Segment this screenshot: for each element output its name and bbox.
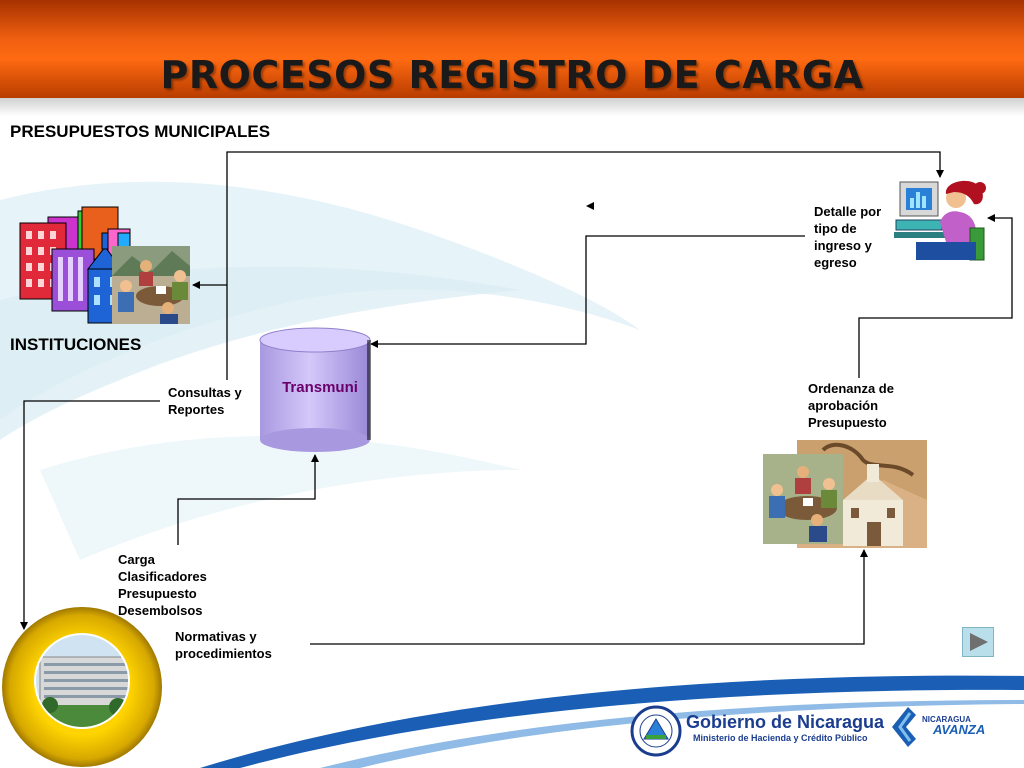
ordenanza-line: Ordenanza de (808, 381, 894, 396)
ordenanza-line: Presupuesto (808, 415, 887, 430)
carga-label: Carga Clasificadores Presupuesto Desembo… (118, 551, 207, 619)
carga-line: Presupuesto (118, 586, 197, 601)
arrow-consultas-to-ministry (20, 400, 160, 630)
meeting-icon (112, 246, 190, 324)
normativas-label: Normativas y procedimientos (175, 628, 272, 662)
detalle-line: tipo de (814, 221, 857, 236)
consultas-line: Consultas y (168, 385, 242, 400)
arrow-normativas-to-ordenanza (310, 549, 868, 645)
avanza-main-text: AVANZA (933, 722, 986, 737)
ordenanza-line: aprobación (808, 398, 879, 413)
normativas-line: Normativas y (175, 629, 257, 644)
meeting-church-icon (763, 440, 927, 548)
ordenanza-label: Ordenanza de aprobación Presupuesto (808, 380, 894, 431)
stray-arrowhead (586, 202, 594, 210)
arrow-detalle-to-database (370, 235, 805, 348)
normativas-line: procedimientos (175, 646, 272, 661)
instituciones-label: INSTITUCIONES (10, 335, 142, 354)
section-label: PRESUPUESTOS MUNICIPALES (10, 122, 271, 141)
detalle-line: ingreso y (814, 238, 872, 253)
nicaragua-avanza-logo-icon (892, 707, 916, 747)
nicaragua-seal-icon (630, 705, 682, 757)
carga-line: Carga (118, 552, 155, 567)
ministry-subtitle: Ministerio de Hacienda y Crédito Público (693, 733, 868, 743)
consultas-label: Consultas y Reportes (168, 384, 242, 418)
consultas-line: Reportes (168, 402, 225, 417)
title-bar-shadow (0, 98, 1024, 116)
database-icon (259, 327, 371, 452)
slide-title: PROCESOS REGISTRO DE CARGA (160, 53, 864, 98)
computer-operator-icon (894, 180, 986, 261)
arrow-carga-to-database (177, 454, 319, 545)
arrow-consultas-to-operator (226, 151, 944, 380)
avanza-top-text: NICARAGUA (922, 715, 971, 724)
carga-line: Desembolsos (118, 603, 203, 618)
arrow-ordenanza-to-operator (858, 214, 1013, 378)
government-title: Gobierno de Nicaragua (686, 712, 885, 732)
government-building-icon (2, 607, 162, 767)
detalle-line: egreso (814, 255, 857, 270)
next-slide-button[interactable] (962, 627, 994, 657)
next-slide-icon (970, 633, 988, 651)
carga-line: Clasificadores (118, 569, 207, 584)
title-bar (0, 0, 1024, 98)
detalle-label: Detalle por tipo de ingreso y egreso (814, 203, 881, 271)
detalle-line: Detalle por (814, 204, 882, 219)
buildings-icon (19, 206, 131, 324)
database-label: Transmuni (282, 379, 358, 396)
